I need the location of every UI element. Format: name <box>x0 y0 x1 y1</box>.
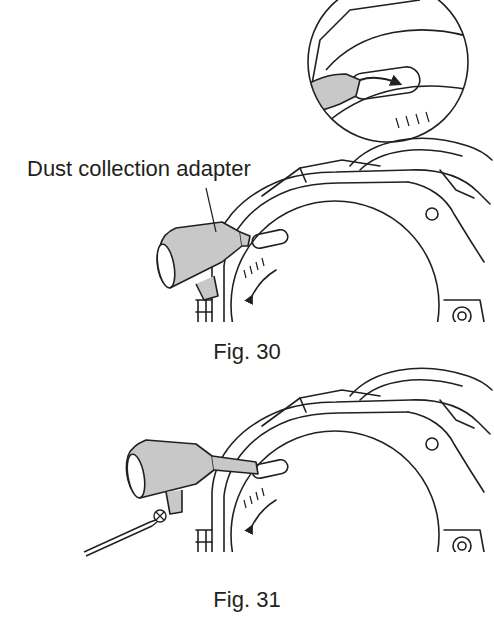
dust-adapter <box>154 222 250 300</box>
figure-caption: Fig. 30 <box>213 340 280 364</box>
figure-caption: Fig. 31 <box>213 588 280 612</box>
dust-adapter <box>124 440 258 514</box>
part-label: Dust collection adapter <box>27 157 251 181</box>
